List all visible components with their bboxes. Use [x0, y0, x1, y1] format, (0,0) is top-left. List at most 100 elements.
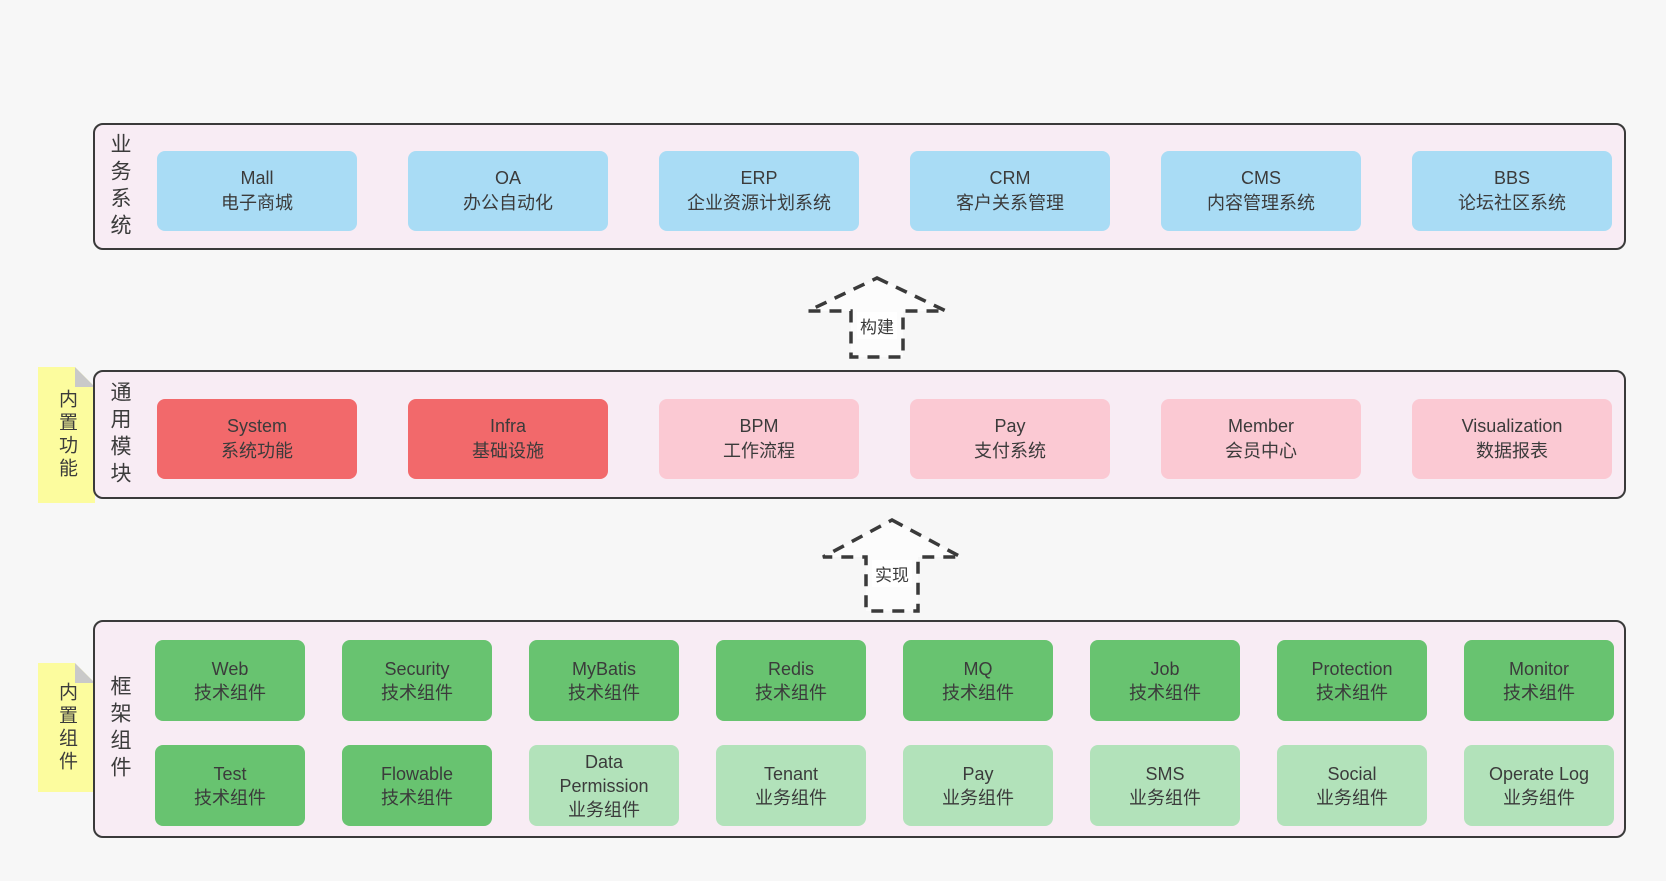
- box-mybatis: MyBatis 技术组件: [529, 640, 679, 721]
- box-title: Protection: [1311, 658, 1393, 679]
- box-subtitle: 业务组件: [755, 787, 827, 808]
- layer-common-modules: 通用模块 System 系统功能 Infra 基础设施 BPM 工作流程 Pay 支付系统 Me…: [93, 370, 1626, 499]
- box-title: Web: [211, 658, 249, 679]
- layer-business-systems: 业务系统 Mall 电子商城 OA 办公自动化 ERP 企业资源计划系统 CRM 客户关系管理…: [93, 123, 1626, 250]
- box-subtitle: 内容管理系统: [1207, 193, 1315, 213]
- box-subtitle: 技术组件: [755, 682, 827, 703]
- box-title: MQ: [963, 658, 993, 679]
- arrow-label: 构建: [857, 312, 897, 339]
- box-title: BBS: [1493, 168, 1531, 188]
- box-subtitle: 业务组件: [1129, 787, 1201, 808]
- box-title: BPM: [739, 416, 779, 436]
- box-row: Mall 电子商城 OA 办公自动化 ERP 企业资源计划系统 CRM 客户关系管理 CMS 内容…: [157, 151, 1612, 231]
- box-subtitle: 工作流程: [723, 441, 795, 461]
- box-title: Tenant: [763, 763, 819, 784]
- box-subtitle: 业务组件: [1316, 787, 1388, 808]
- box-subtitle: 企业资源计划系统: [687, 193, 831, 213]
- box-member: Member 会员中心: [1161, 399, 1361, 479]
- box-title: Security: [384, 658, 450, 679]
- box-social: Social 业务组件: [1277, 745, 1427, 826]
- box-pay: Pay 业务组件: [903, 745, 1053, 826]
- box-oa: OA 办公自动化: [408, 151, 608, 231]
- box-subtitle: 业务组件: [1503, 787, 1575, 808]
- box-subtitle: 电子商城: [221, 193, 293, 213]
- box-row: System 系统功能 Infra 基础设施 BPM 工作流程 Pay 支付系统 Member 会…: [157, 399, 1612, 479]
- box-subtitle: 会员中心: [1225, 441, 1297, 461]
- box-subtitle: 技术组件: [381, 787, 453, 808]
- box-test: Test 技术组件: [155, 745, 305, 826]
- box-title: Mall: [240, 168, 274, 188]
- box-title: Monitor: [1508, 658, 1570, 679]
- box-subtitle: 业务组件: [568, 799, 640, 820]
- box-tenant: Tenant 业务组件: [716, 745, 866, 826]
- box-subtitle: 技术组件: [381, 682, 453, 703]
- box-title: Pay: [962, 763, 994, 784]
- box-job: Job 技术组件: [1090, 640, 1240, 721]
- box-subtitle: 技术组件: [568, 682, 640, 703]
- box-sms: SMS 业务组件: [1090, 745, 1240, 826]
- box-subtitle: 支付系统: [974, 441, 1046, 461]
- box-title: Data Permission: [559, 751, 649, 796]
- box-operate-log: Operate Log 业务组件: [1464, 745, 1614, 826]
- box-title: SMS: [1145, 763, 1185, 784]
- box-data-permission: Data Permission 业务组件: [529, 745, 679, 826]
- build-arrow: 构建: [806, 276, 948, 360]
- box-title: Job: [1150, 658, 1180, 679]
- box-title: CRM: [989, 168, 1031, 188]
- box-title: System: [226, 416, 287, 436]
- box-title: ERP: [740, 168, 778, 188]
- box-title: Redis: [767, 658, 815, 679]
- box-title: Operate Log: [1488, 763, 1590, 784]
- box-pay: Pay 支付系统: [910, 399, 1110, 479]
- box-title: Pay: [994, 416, 1026, 436]
- box-title: Test: [213, 763, 247, 784]
- sticky-fold-corner-icon: [75, 663, 95, 683]
- box-title: Visualization: [1461, 416, 1563, 436]
- implement-arrow: 实现: [821, 518, 963, 614]
- box-title: OA: [494, 168, 521, 188]
- box-protection: Protection 技术组件: [1277, 640, 1427, 721]
- arrow-label: 实现: [872, 560, 912, 587]
- box-erp: ERP 企业资源计划系统: [659, 151, 859, 231]
- box-bpm: BPM 工作流程: [659, 399, 859, 479]
- box-security: Security 技术组件: [342, 640, 492, 721]
- box-title: Member: [1227, 416, 1294, 436]
- box-web: Web 技术组件: [155, 640, 305, 721]
- layer-side-label: 框架组件: [108, 675, 131, 783]
- box-subtitle: 技术组件: [1129, 682, 1201, 703]
- box-visualization: Visualization 数据报表: [1412, 399, 1612, 479]
- sticky-note-label: 内置组件: [56, 681, 77, 774]
- box-system: System 系统功能: [157, 399, 357, 479]
- box-infra: Infra 基础设施: [408, 399, 608, 479]
- box-subtitle: 论坛社区系统: [1458, 193, 1566, 213]
- box-subtitle: 系统功能: [221, 441, 293, 461]
- box-subtitle: 技术组件: [194, 787, 266, 808]
- sticky-note-label: 内置功能: [56, 389, 77, 481]
- box-subtitle: 技术组件: [1316, 682, 1388, 703]
- box-subtitle: 办公自动化: [463, 193, 553, 213]
- box-cms: CMS 内容管理系统: [1161, 151, 1361, 231]
- box-title: Social: [1327, 763, 1377, 784]
- box-title: MyBatis: [571, 658, 636, 679]
- layer-side-label: 业务系统: [108, 132, 131, 241]
- box-subtitle: 基础设施: [472, 441, 544, 461]
- box-subtitle: 业务组件: [942, 787, 1014, 808]
- box-subtitle: 技术组件: [1503, 682, 1575, 703]
- box-subtitle: 数据报表: [1476, 441, 1548, 461]
- box-title: Infra: [489, 416, 527, 436]
- box-subtitle: 技术组件: [194, 682, 266, 703]
- box-redis: Redis 技术组件: [716, 640, 866, 721]
- layer-side-label: 通用模块: [108, 380, 131, 489]
- box-crm: CRM 客户关系管理: [910, 151, 1110, 231]
- box-subtitle: 客户关系管理: [956, 193, 1064, 213]
- box-bbs: BBS 论坛社区系统: [1412, 151, 1612, 231]
- box-title: CMS: [1241, 168, 1281, 188]
- sticky-fold-corner-icon: [75, 367, 95, 387]
- box-monitor: Monitor 技术组件: [1464, 640, 1614, 721]
